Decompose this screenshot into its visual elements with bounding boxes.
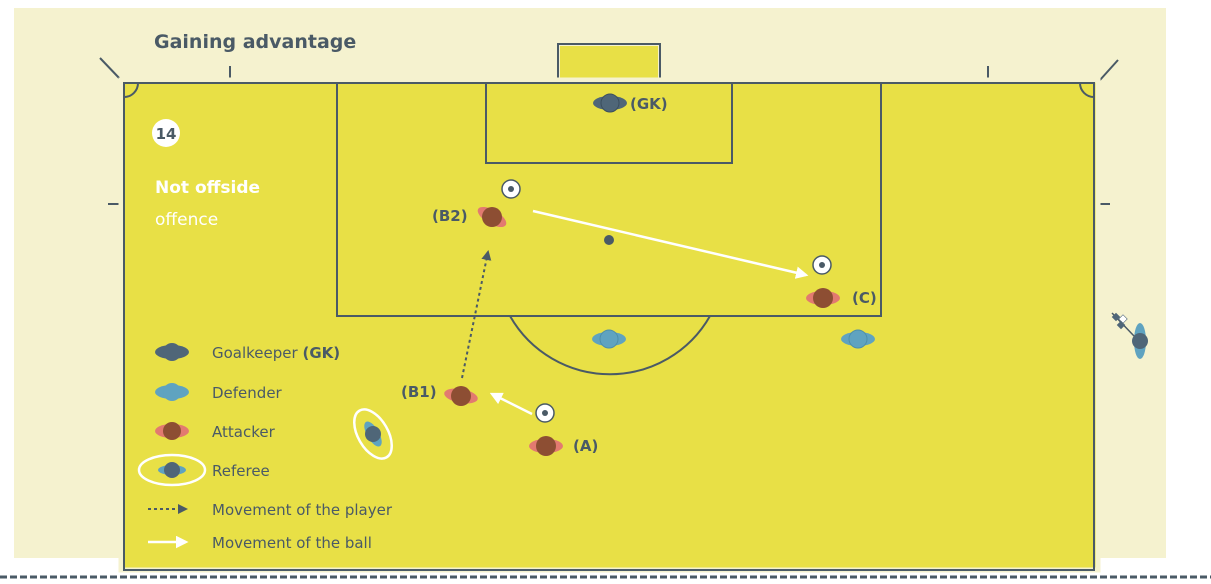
attacker-c [806, 288, 840, 308]
goal-net [556, 42, 662, 84]
b1-label: (B1) [401, 383, 437, 401]
a-label: (A) [573, 437, 598, 455]
defender-player [592, 329, 626, 349]
case-number-badge [152, 119, 180, 147]
referee-player [353, 408, 393, 460]
legend-player-movement: Movement of the player [212, 501, 393, 519]
linesman-flag-icon [1111, 312, 1135, 337]
case-subheading: offence [155, 210, 218, 230]
soccer-ball-icon [812, 255, 832, 275]
legend-referee-icon [137, 453, 207, 487]
attacker-a [529, 436, 563, 456]
legend-goalkeeper: Goalkeeper (GK) [212, 344, 340, 362]
legend: Goalkeeper (GK) Defender Attacker Refere… [137, 343, 393, 552]
b2-label: (B2) [432, 207, 468, 225]
ball-path-b2-to-c [532, 209, 809, 279]
soccer-ball-icon [535, 403, 555, 423]
legend-attacker-icon [155, 422, 189, 440]
legend-defender: Defender [212, 384, 283, 402]
ball-path-a-to-b1 [489, 392, 533, 416]
case-number: 14 [156, 125, 177, 143]
legend-attacker: Attacker [212, 423, 276, 441]
legend-ball-movement: Movement of the ball [212, 534, 372, 552]
diagram-title: Gaining advantage [154, 31, 356, 53]
goalkeeper-player [593, 93, 627, 113]
penalty-arc [509, 315, 711, 376]
soccer-ball-icon [501, 179, 521, 199]
corner-arc-left [123, 82, 139, 98]
corner-arc-right [1079, 82, 1095, 98]
penalty-spot [604, 235, 614, 245]
case-heading: Not offside [155, 178, 260, 198]
c-label: (C) [852, 289, 877, 307]
field-ticks [99, 57, 1119, 205]
defender-player [841, 329, 875, 349]
assistant-referee [1132, 323, 1148, 359]
attacker-b1 [444, 386, 478, 406]
legend-defender-icon [155, 383, 189, 401]
gk-label: (GK) [630, 95, 668, 113]
goal-area [485, 82, 733, 164]
pitch [118, 77, 1101, 573]
legend-goalkeeper-icon [155, 343, 189, 361]
legend-referee: Referee [212, 462, 270, 480]
attacker-b2 [477, 206, 507, 228]
